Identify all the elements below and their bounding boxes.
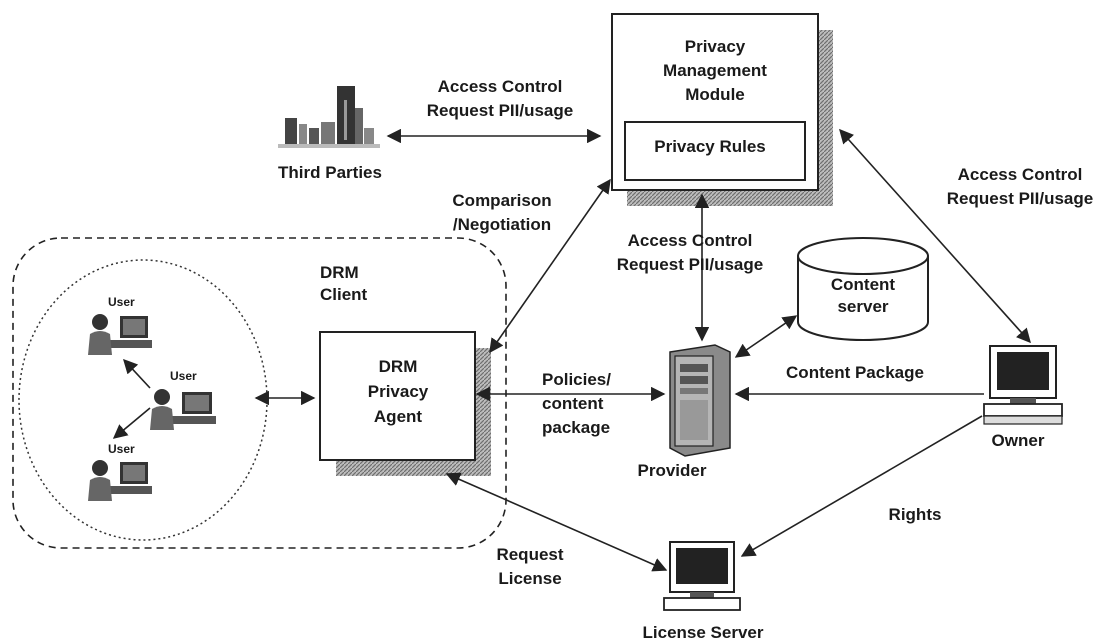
module-title-line-2: Management bbox=[663, 61, 767, 80]
provider-content-server-link bbox=[734, 315, 798, 358]
computer-icon bbox=[663, 541, 741, 611]
third-parties-label: Third Parties bbox=[278, 163, 382, 182]
user-at-computer-icon bbox=[150, 389, 216, 430]
content-server-node: Content server bbox=[797, 237, 929, 341]
license-server-label: License Server bbox=[643, 623, 764, 642]
agent-license-server-link bbox=[445, 472, 668, 572]
provider-link-label-line-2: Request PII/usage bbox=[617, 255, 763, 274]
cylinder-top bbox=[797, 237, 929, 275]
agent-label-line-2: Privacy bbox=[368, 382, 429, 401]
provider-label: Provider bbox=[638, 461, 707, 480]
negotiation-label-line-2: /Negotiation bbox=[453, 215, 551, 234]
module-owner-link bbox=[839, 128, 1031, 344]
user-to-user-arrow-1 bbox=[123, 358, 151, 389]
policies-label-line-2: content bbox=[542, 394, 604, 413]
user-2-label: User bbox=[170, 369, 197, 383]
owner-link-label-line-2: Request PII/usage bbox=[947, 189, 1093, 208]
request-license-label-line-2: License bbox=[498, 569, 561, 588]
content-package-label: Content Package bbox=[786, 363, 924, 382]
third-party-link-label-line-2: Request PII/usage bbox=[427, 101, 573, 120]
owner-label: Owner bbox=[992, 431, 1045, 450]
request-license-label-line-1: Request bbox=[496, 545, 563, 564]
users-group-boundary bbox=[18, 259, 268, 541]
owner-license-server-arrow bbox=[740, 415, 983, 557]
user-2: User bbox=[150, 369, 216, 430]
user-1-label: User bbox=[108, 295, 135, 309]
provider-node: Provider bbox=[638, 344, 731, 480]
third-party-link-label-line-1: Access Control bbox=[438, 77, 563, 96]
edge-labels: Access Control Request PII/usage Access … bbox=[427, 77, 1093, 588]
user-at-computer-icon bbox=[88, 314, 152, 355]
user-1: User bbox=[88, 295, 152, 355]
user-3: User bbox=[88, 442, 152, 501]
rights-label: Rights bbox=[889, 505, 942, 524]
server-tower-icon bbox=[669, 344, 731, 457]
content-server-label-line-1: Content bbox=[831, 275, 896, 294]
privacy-rules-box bbox=[624, 121, 806, 181]
drm-client-label-line-1: DRM bbox=[320, 263, 359, 282]
module-title-line-3: Module bbox=[685, 85, 745, 104]
user-to-user-arrow-2 bbox=[112, 407, 151, 439]
drm-privacy-agent: DRM Privacy Agent bbox=[319, 331, 491, 476]
provider-link-label-line-1: Access Control bbox=[628, 231, 753, 250]
connectors bbox=[254, 128, 1031, 572]
agent-label-line-1: DRM bbox=[379, 357, 418, 376]
computer-icon bbox=[983, 345, 1063, 425]
module-title-line-1: Privacy bbox=[685, 37, 746, 56]
privacy-management-module: Privacy Management Module Privacy Rules bbox=[611, 13, 833, 206]
drm-client-label-line-2: Client bbox=[320, 285, 368, 304]
owner-node: Owner bbox=[983, 345, 1063, 450]
user-at-computer-icon bbox=[88, 460, 152, 501]
agent-label-line-3: Agent bbox=[374, 407, 423, 426]
privacy-rules-label: Privacy Rules bbox=[654, 137, 766, 156]
user-3-label: User bbox=[108, 442, 135, 456]
content-server-label-line-2: server bbox=[837, 297, 888, 316]
owner-link-label-line-1: Access Control bbox=[958, 165, 1083, 184]
agent-box bbox=[319, 331, 476, 461]
policies-label-line-3: package bbox=[542, 418, 610, 437]
city-buildings-icon bbox=[278, 86, 380, 148]
agent-module-link bbox=[489, 178, 611, 354]
license-server-node: License Server bbox=[643, 541, 764, 642]
policies-label-line-1: Policies/ bbox=[542, 370, 611, 389]
third-parties-node: Third Parties bbox=[278, 86, 382, 182]
negotiation-label-line-1: Comparison bbox=[452, 191, 551, 210]
